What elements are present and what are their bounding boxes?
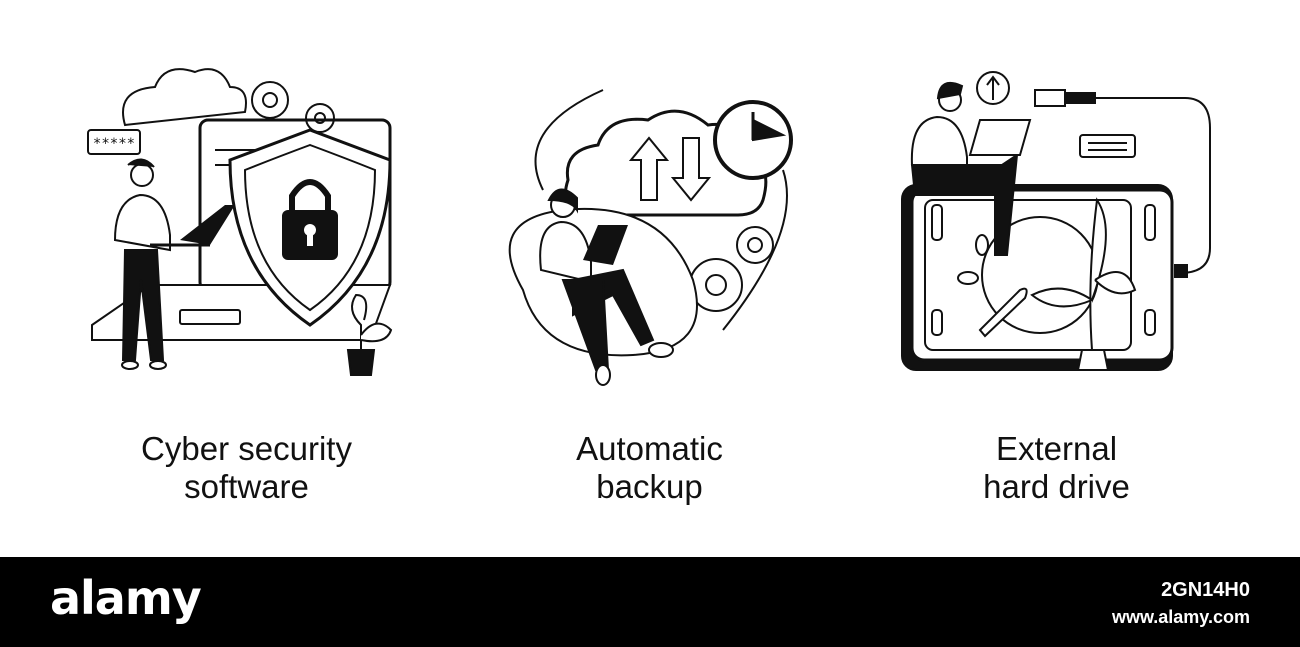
person-figure (539, 188, 674, 386)
external-hard-drive-illustration (901, 71, 1211, 371)
caption-automatic-backup: Automatic backup (433, 430, 866, 506)
caption-external-hard-drive: External hard drive (840, 430, 1273, 506)
person-figure (113, 158, 171, 370)
cyber-security-illustration: ***** (87, 68, 393, 376)
plant-icon (1030, 197, 1137, 371)
laptop-icon (150, 205, 235, 247)
password-bubble: ***** (87, 129, 141, 155)
cloud-icon (122, 68, 247, 127)
usb-icon (976, 71, 1010, 105)
panel-automatic-backup: Automatic backup (433, 0, 866, 557)
caption-line-1: Automatic (576, 430, 723, 467)
alamy-logo: alamy (50, 571, 202, 625)
footer-bar: alamy 2GN14H0 www.alamy.com (0, 557, 1300, 647)
sync-arrows-icon (628, 136, 712, 202)
laptop-icon (968, 119, 1032, 156)
plant-icon (346, 293, 393, 376)
gear-icon (689, 226, 774, 312)
image-id: 2GN14H0 (1161, 579, 1250, 601)
caption-line-1: External (995, 430, 1118, 467)
site-url: www.alamy.com (1111, 607, 1250, 627)
usb-plug-icon (1034, 89, 1211, 274)
panel-cyber-security: ***** Cyber security software (30, 0, 463, 557)
laptop-icon (583, 225, 628, 265)
caption-line-2: backup (596, 468, 703, 505)
caption-line-1: Cyber security (141, 430, 352, 467)
panel-external-hard-drive: External hard drive (840, 0, 1273, 557)
gear-icon (251, 81, 335, 133)
shield-lock-icon (228, 128, 392, 327)
caption-line-2: software (184, 468, 309, 505)
automatic-backup-illustration (508, 89, 793, 386)
person-figure (910, 82, 1019, 285)
password-mask: ***** (93, 136, 135, 152)
caption-line-2: hard drive (983, 468, 1130, 505)
caption-cyber-security: Cyber security software (30, 430, 463, 506)
clock-icon (713, 100, 793, 180)
